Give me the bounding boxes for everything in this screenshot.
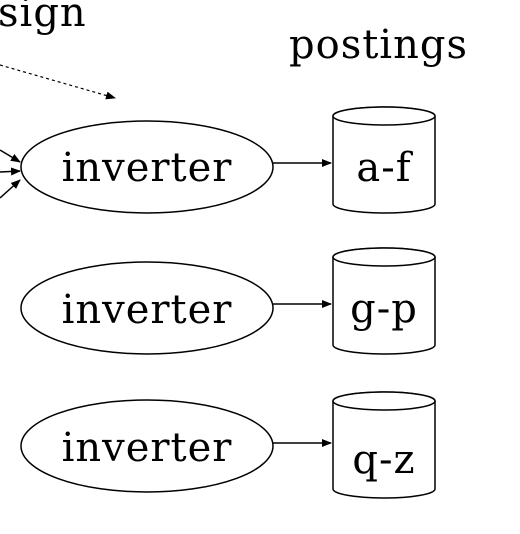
inverter-label: inverter bbox=[62, 287, 233, 333]
incoming-arrow-1 bbox=[0, 149, 21, 163]
postings-cylinder-2: g-p bbox=[332, 247, 436, 355]
postings-cylinder-1: a-f bbox=[332, 106, 436, 214]
postings-heading: postings bbox=[289, 22, 468, 68]
inverter-node-2: inverter bbox=[20, 261, 274, 355]
inverter-node-3: inverter bbox=[20, 399, 274, 493]
inverter-label: inverter bbox=[62, 145, 233, 191]
inverter-label: inverter bbox=[62, 425, 233, 471]
incoming-arrow-2 bbox=[0, 167, 21, 176]
inverter-node-1: inverter bbox=[20, 120, 274, 214]
incoming-arrow-3 bbox=[0, 179, 21, 199]
partial-label: sign bbox=[0, 0, 87, 36]
postings-label: g-p bbox=[350, 286, 418, 332]
dashed-arrow bbox=[0, 64, 116, 100]
postings-label: a-f bbox=[356, 145, 413, 191]
postings-label: q-z bbox=[352, 437, 415, 483]
postings-cylinder-3: q-z bbox=[332, 391, 436, 499]
